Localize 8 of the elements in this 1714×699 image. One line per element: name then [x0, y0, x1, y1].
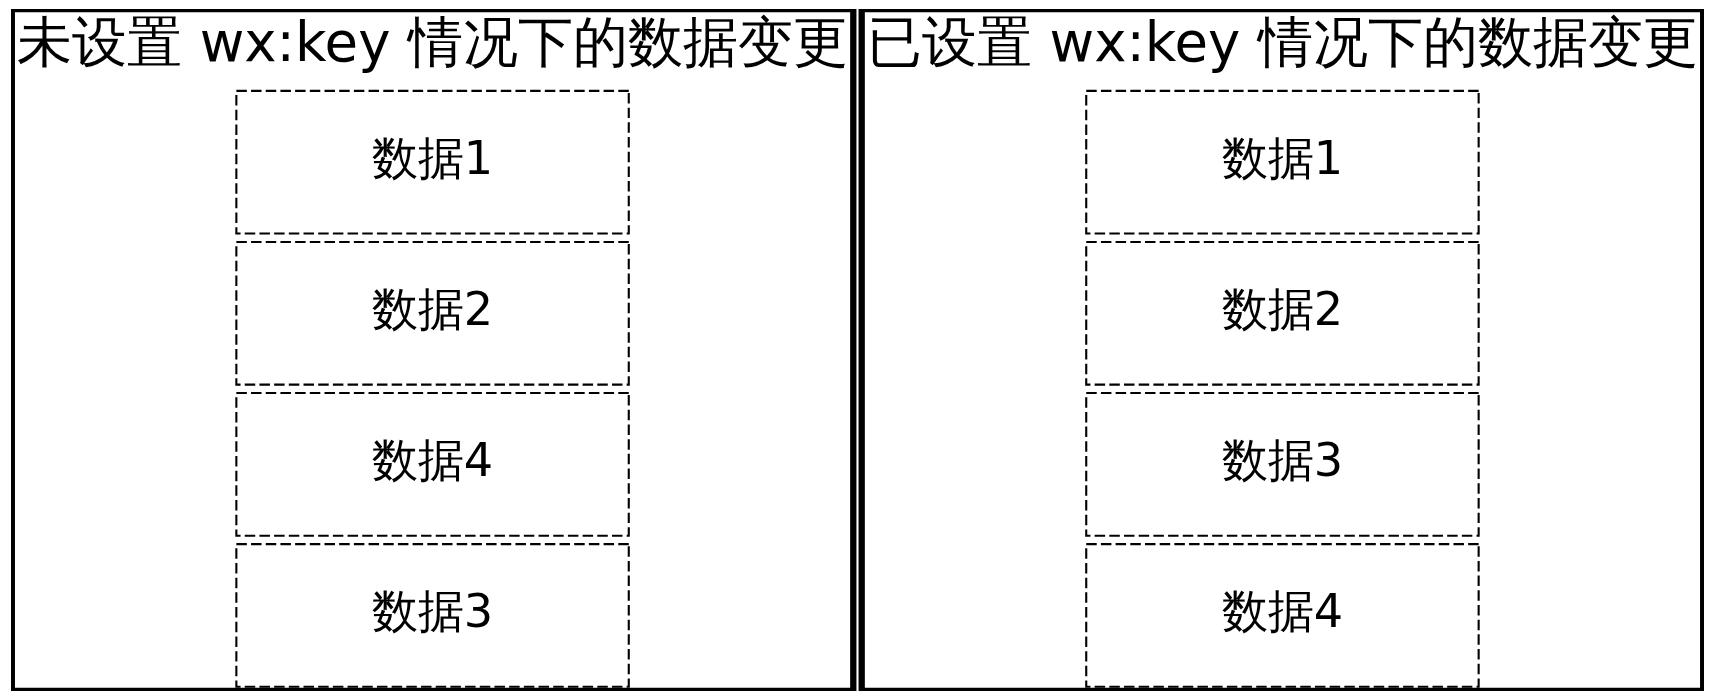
node-box: 数据3 — [234, 542, 630, 688]
node-box: 数据1 — [234, 89, 630, 235]
node-box: 数据2 — [234, 240, 630, 386]
node-box: 数据1 — [1084, 89, 1480, 235]
node-box: 数据4 — [1084, 542, 1480, 688]
node-box: 数据2 — [1084, 240, 1480, 386]
node-box: 数据4 — [234, 391, 630, 537]
node-box: 数据3 — [1084, 391, 1480, 537]
